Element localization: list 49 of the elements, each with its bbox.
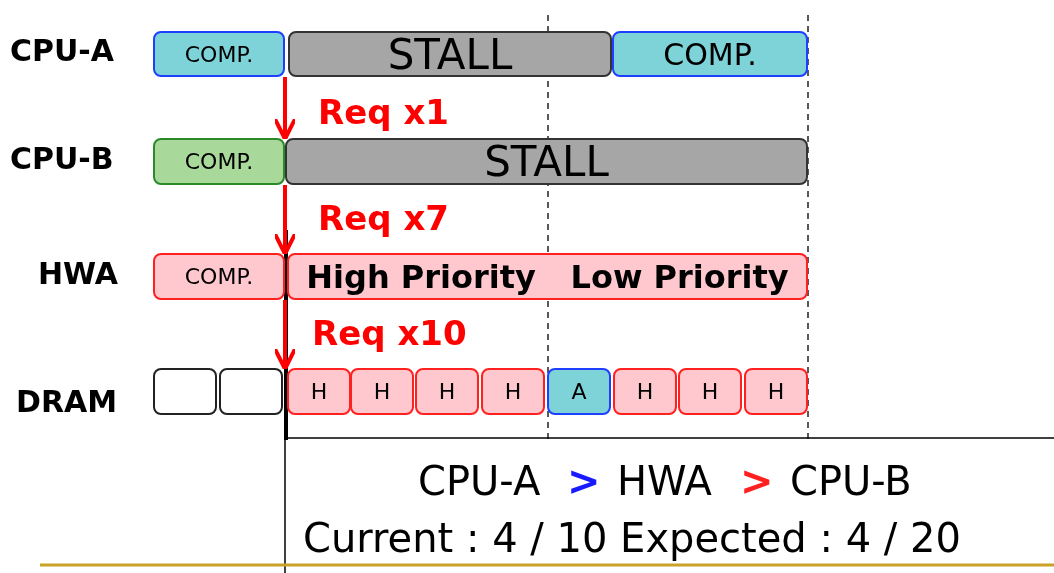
priority-term: CPU-B <box>790 458 912 504</box>
priority-term: CPU-A <box>418 458 541 504</box>
bar-label: STALL <box>387 29 513 79</box>
empty-slot <box>153 368 217 415</box>
edge-label: Req x7 <box>318 198 449 238</box>
bar-label: H <box>701 379 719 404</box>
arrow <box>273 77 297 141</box>
request-slot <box>744 368 808 415</box>
request-slot <box>350 368 414 415</box>
bar-label: A <box>571 379 587 404</box>
empty-slot <box>219 368 283 415</box>
edge-label: Req x10 <box>312 313 467 353</box>
compute-block <box>153 138 285 185</box>
request-slot <box>547 368 611 415</box>
row-label: CPU-A <box>10 33 115 68</box>
request-slot <box>415 368 479 415</box>
bar-label: H <box>504 379 522 404</box>
bar-label: H <box>310 379 328 404</box>
row-label: HWA <box>38 256 119 291</box>
row-label: CPU-B <box>10 141 114 176</box>
request-slot <box>481 368 545 415</box>
compute-block <box>153 31 285 77</box>
row-label: DRAM <box>16 384 118 419</box>
stall-bar <box>285 138 808 185</box>
request-slot <box>613 368 677 415</box>
bar-label: COMP. <box>184 264 254 289</box>
bar-label: H <box>438 379 456 404</box>
bar-label: H <box>767 379 785 404</box>
edge-label: Req x1 <box>318 92 449 132</box>
bar-label: High Priority <box>306 257 536 296</box>
priority-bar <box>287 253 808 300</box>
bar-label: COMP. <box>663 36 757 72</box>
arrow <box>273 185 297 256</box>
result-text: Current : 4 / 10 Expected : 4 / 20 <box>303 515 961 561</box>
bar-label: STALL <box>484 137 609 186</box>
bar-label: H <box>636 379 654 404</box>
compute-block <box>153 253 285 300</box>
arrow <box>273 300 297 371</box>
compute-block <box>612 31 808 77</box>
request-slot <box>287 368 351 415</box>
request-slot <box>678 368 742 415</box>
bar-label: COMP. <box>184 149 254 174</box>
greater-than-sign: > <box>567 458 601 504</box>
bar-label: COMP. <box>184 41 254 67</box>
greater-than-sign: > <box>740 458 774 504</box>
priority-term: HWA <box>617 458 712 504</box>
stall-bar <box>288 31 612 77</box>
bar-label: Low Priority <box>570 257 789 296</box>
bar-label: H <box>373 379 391 404</box>
